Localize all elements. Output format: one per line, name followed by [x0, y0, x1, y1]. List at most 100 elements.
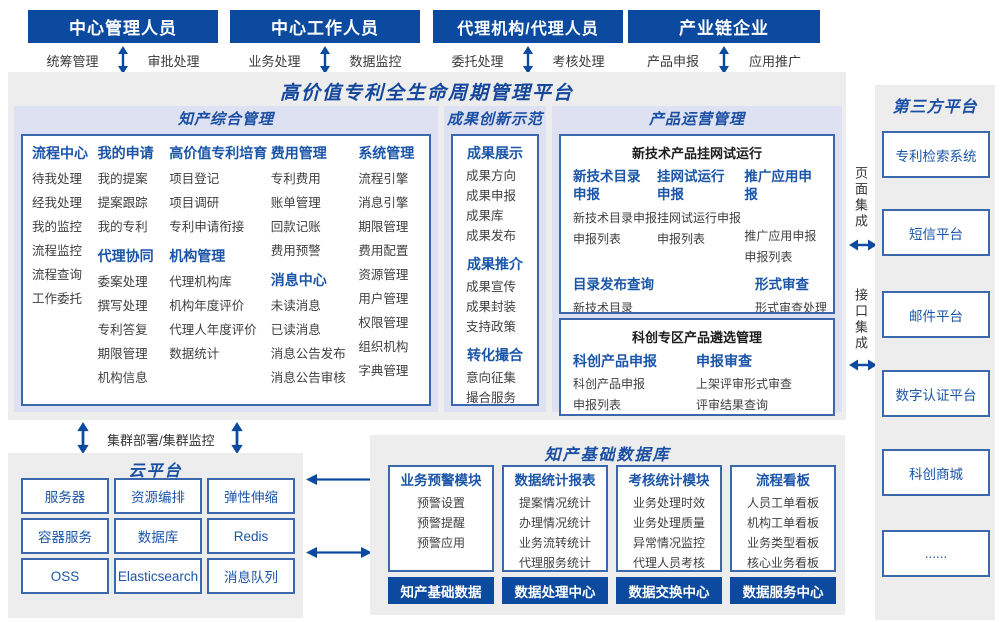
- menu-item: 权限管理: [358, 316, 409, 330]
- vertical-double-arrow-icon: [231, 422, 243, 454]
- module-header: 数据统计报表: [514, 473, 596, 488]
- menu-group-header: 我的申请: [97, 145, 154, 161]
- menu-item-list: 业务处理时效业务处理质量异常情况监控代理人员考核: [618, 493, 720, 573]
- role-group-center-staff: 中心工作人员 业务处理 数据监控: [230, 10, 420, 75]
- menu-item: 形式审查处理: [755, 301, 828, 314]
- module-header: 业务预警模块: [400, 473, 482, 488]
- menu-item-list: 新技术目录申报申报列表: [573, 208, 657, 250]
- role-function-label: 审批处理: [147, 53, 200, 69]
- menu-item-list: 科创产品申报申报列表: [573, 374, 696, 414]
- data-center-box: 知产基础数据: [388, 577, 494, 604]
- menu-item: 期限管理: [358, 220, 409, 234]
- menu-item: 流程监控: [32, 244, 83, 258]
- menu-item: 专利申请衔接: [169, 220, 245, 234]
- menu-group-header: 费用管理: [270, 145, 327, 161]
- module-header: 流程看板: [756, 473, 810, 488]
- menu-item: 科创产品申报: [573, 377, 646, 391]
- menu-column: 申报审查 上架评审形式审查评审结果查询: [696, 352, 821, 414]
- menu-item-list: 代理机构库机构年度评价代理人年度评价数据统计: [169, 270, 270, 366]
- role-function-label: 统筹管理: [46, 53, 99, 69]
- menu-item: 上架评审形式审查: [696, 377, 793, 391]
- box-title: 科创专区产品遴选管理: [631, 330, 762, 345]
- menu-item: 推广应用申报: [744, 229, 817, 243]
- trial-run-box: 新技术产品挂网试运行 新技术目录申报 新技术目录申报申报列表 挂网试运行申报 挂…: [559, 134, 835, 314]
- cloud-service-box: Elasticsearch: [114, 558, 202, 594]
- menu-item: 专利答复: [97, 323, 148, 337]
- third-party-box: 专利检索系统: [882, 131, 990, 178]
- data-center-box: 数据处理中心: [502, 577, 608, 604]
- menu-group-header: 消息中心: [270, 272, 327, 288]
- role-group-agency: 代理机构/代理人员 委托处理 考核处理: [433, 10, 623, 75]
- dw-module-box: 业务预警模块 预警设置预警提醒预警应用: [388, 465, 494, 572]
- platform-title: 高价值专利全生命周期管理平台: [279, 83, 574, 104]
- menu-item: 新技术目录: [573, 301, 634, 314]
- menu-item: 消息引擎: [358, 196, 409, 210]
- menu-group-header: 目录发布查询: [573, 277, 654, 292]
- third-party-box: 数字认证平台: [882, 370, 990, 417]
- menu-item: 申报列表: [573, 232, 622, 246]
- selection-box: 科创专区产品遴选管理 科创产品申报 科创产品申报申报列表 申报审查 上架评审形式…: [559, 318, 835, 416]
- menu-item: 申报列表: [744, 250, 793, 264]
- menu-column: 挂网试运行申报 挂网试运行申报申报列表: [657, 168, 744, 268]
- menu-item-list: 上架评审形式审查评审结果查询: [696, 374, 821, 414]
- module-header: 考核统计模块: [628, 473, 710, 488]
- menu-group-header: 申报审查: [696, 353, 753, 369]
- menu-item: 挂网试运行申报: [657, 211, 742, 225]
- dw-center-row: 知产基础数据数据处理中心数据交换中心数据服务中心: [388, 577, 836, 604]
- menu-item-list: 我的提案提案跟踪我的专利: [98, 167, 170, 239]
- vertical-double-arrow-icon: [320, 46, 330, 74]
- role-function-label: 考核处理: [552, 53, 605, 69]
- menu-column: 推广应用申报 推广应用申报申报列表: [744, 168, 821, 268]
- vertical-double-arrow-icon: [77, 422, 89, 454]
- menu-item: 我的提案: [97, 172, 148, 186]
- vertical-double-arrow-icon: [118, 46, 128, 74]
- menu-item-list: 流程引擎消息引擎期限管理费用配置资源管理用户管理权限管理组织机构字典管理: [358, 167, 420, 383]
- menu-item: 业务类型看板: [746, 536, 819, 550]
- menu-item: 业务流转统计: [518, 536, 591, 550]
- data-center-box: 数据服务中心: [730, 577, 836, 604]
- role-function-label: 产品申报: [646, 53, 699, 69]
- menu-item: 待我处理: [32, 172, 83, 186]
- menu-column: 流程中心 待我处理经我处理我的监控流程监控流程查询工作委托: [32, 139, 98, 390]
- dw-module-box: 数据统计报表 提案情况统计办理情况统计业务流转统计代理服务统计: [502, 465, 608, 572]
- menu-group: 成果推介 成果宣传成果封装支持政策: [453, 251, 537, 337]
- menu-item: 成果库: [466, 209, 504, 223]
- menu-item: 成果发布: [466, 229, 517, 243]
- menu-item: 费用配置: [358, 244, 409, 258]
- menu-item-list: 待我处理经我处理我的监控流程监控流程查询工作委托: [32, 167, 98, 311]
- menu-column: 科创产品申报 科创产品申报申报列表: [573, 352, 696, 414]
- menu-item-list: 意向征集撮合服务转化备案: [453, 368, 537, 404]
- section-title: 产品运营管理: [648, 111, 745, 128]
- menu-item: 成果封装: [466, 300, 517, 314]
- menu-item: 资源管理: [358, 268, 409, 282]
- menu-group-header: 推广应用申报: [744, 169, 812, 202]
- menu-group-header: 挂网试运行申报: [657, 169, 725, 202]
- cloud-service-box: 资源编排: [114, 478, 202, 514]
- menu-item-list: 人员工单看板机构工单看板业务类型看板核心业务看板: [732, 493, 834, 573]
- third-party-box: ......: [882, 530, 990, 577]
- menu-item-list: 专利费用账单管理回款记账费用预警: [271, 167, 359, 263]
- menu-group: 成果展示 成果方向成果申报成果库成果发布: [453, 140, 537, 246]
- menu-item: 流程查询: [32, 268, 83, 282]
- menu-item: 提案情况统计: [518, 496, 591, 510]
- role-function-label: 数据监控: [349, 53, 402, 69]
- menu-item-list: 项目登记项目调研专利申请衔接: [169, 167, 270, 239]
- menu-item: 费用预警: [270, 244, 321, 258]
- section-title: 成果创新示范: [446, 111, 543, 128]
- menu-item: 人员工单看板: [746, 496, 819, 510]
- dw-module-box: 流程看板 人员工单看板机构工单看板业务类型看板核心业务看板: [730, 465, 836, 572]
- menu-item: 成果申报: [466, 189, 517, 203]
- panel-title: 知产基础数据库: [544, 447, 671, 464]
- panel-title: 云平台: [128, 463, 183, 480]
- role-box: 中心管理人员: [28, 10, 218, 43]
- role-function-label: 委托处理: [451, 53, 504, 69]
- menu-item: 成果宣传: [466, 280, 517, 294]
- menu-column: 目录发布查询 新技术目录新技术推广应用目录新技术（产品）挂网试运行计划: [573, 276, 755, 314]
- cloud-service-box: OSS: [21, 558, 109, 594]
- menu-column: 我的申请 我的提案提案跟踪我的专利 代理协同 委案处理撰写处理专利答复期限管理机…: [98, 139, 170, 390]
- menu-item: 期限管理: [97, 347, 148, 361]
- menu-item: 评审结果查询: [696, 398, 769, 412]
- menu-column: 费用管理 专利费用账单管理回款记账费用预警 消息中心 未读消息已读消息消息公告发…: [271, 139, 359, 390]
- horizontal-double-arrow-icon: [306, 547, 372, 558]
